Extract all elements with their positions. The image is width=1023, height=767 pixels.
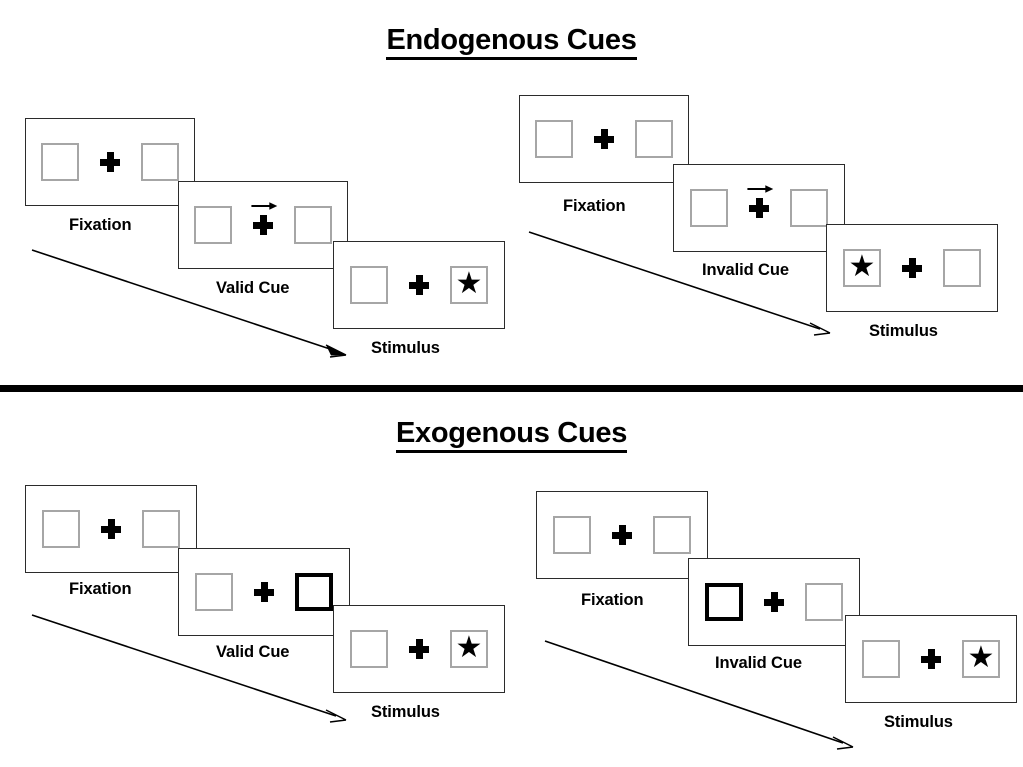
fixation-cross-wrap xyxy=(98,508,124,550)
fixation-cross-icon xyxy=(594,129,614,149)
trial-frame-cue xyxy=(673,164,845,252)
caption-valid-cue: Valid Cue xyxy=(216,643,290,661)
sequence-flow-arrow xyxy=(543,638,863,758)
fixation-cross-icon xyxy=(902,258,922,278)
frame-content xyxy=(194,201,332,246)
caption-fixation: Fixation xyxy=(69,580,132,598)
frame-content xyxy=(42,508,180,550)
fixation-cross-wrap xyxy=(251,571,277,613)
left-placeholder-box xyxy=(350,266,388,304)
right-placeholder-box xyxy=(790,189,828,227)
left-placeholder-box xyxy=(194,206,232,244)
right-placeholder-box: ★ xyxy=(962,640,1000,678)
fixation-cross-icon xyxy=(253,215,273,235)
section-divider xyxy=(0,385,1023,392)
left-placeholder-box xyxy=(41,143,79,181)
caption-invalid-cue: Invalid Cue xyxy=(715,654,802,672)
caption-stimulus: Stimulus xyxy=(884,713,953,731)
section-title-exogenous: Exogenous Cues xyxy=(0,419,1023,453)
arrow-right-icon xyxy=(251,201,278,211)
star-icon: ★ xyxy=(455,267,483,300)
trial-frame-stimulus: ★ xyxy=(845,615,1017,703)
fixation-cross-icon xyxy=(921,649,941,669)
fixation-cross-icon xyxy=(409,275,429,295)
section-title-endogenous-text: Endogenous Cues xyxy=(386,26,637,60)
trial-frame-fixation xyxy=(536,491,708,579)
trial-frame-fixation xyxy=(519,95,689,183)
caption-stimulus: Stimulus xyxy=(371,703,440,721)
frame-content: ★ xyxy=(350,628,488,670)
trial-frame-fixation xyxy=(25,485,197,573)
section-title-exogenous-text: Exogenous Cues xyxy=(395,419,627,453)
frame-content xyxy=(535,118,673,160)
frame-content xyxy=(41,141,179,183)
left-placeholder-box xyxy=(553,516,591,554)
fixation-cross-wrap xyxy=(250,201,278,246)
fixation-cross-icon xyxy=(749,198,769,218)
left-placeholder-box xyxy=(690,189,728,227)
right-placeholder-box xyxy=(943,249,981,287)
right-placeholder-box-cued xyxy=(295,573,333,611)
fixation-cross-wrap xyxy=(406,264,432,306)
trial-frame-stimulus: ★ xyxy=(333,241,505,329)
frame-content xyxy=(690,184,828,229)
frame-content: ★ xyxy=(862,638,1000,680)
caption-fixation: Fixation xyxy=(563,197,626,215)
fixation-cross-icon xyxy=(254,582,274,602)
caption-fixation: Fixation xyxy=(581,591,644,609)
fixation-cross-wrap xyxy=(899,247,925,289)
trial-frame-cue xyxy=(688,558,860,646)
fixation-cross-wrap xyxy=(609,514,635,556)
caption-stimulus: Stimulus xyxy=(869,322,938,340)
caption-stimulus: Stimulus xyxy=(371,339,440,357)
trial-frame-fixation xyxy=(25,118,195,206)
left-placeholder-box xyxy=(195,573,233,611)
left-placeholder-box xyxy=(535,120,573,158)
right-placeholder-box xyxy=(141,143,179,181)
section-title-endogenous: Endogenous Cues xyxy=(0,26,1023,60)
caption-valid-cue: Valid Cue xyxy=(216,279,290,297)
trial-frame-stimulus: ★ xyxy=(826,224,998,312)
right-placeholder-box: ★ xyxy=(450,630,488,668)
fixation-cross-icon xyxy=(100,152,120,172)
trial-frame-cue xyxy=(178,181,348,269)
frame-content xyxy=(705,581,843,623)
right-placeholder-box xyxy=(142,510,180,548)
fixation-cross-wrap xyxy=(97,141,123,183)
caption-fixation: Fixation xyxy=(69,216,132,234)
fixation-cross-wrap xyxy=(761,581,787,623)
star-icon: ★ xyxy=(967,641,995,674)
right-placeholder-box xyxy=(294,206,332,244)
right-placeholder-box xyxy=(653,516,691,554)
fixation-cross-icon xyxy=(612,525,632,545)
frame-content xyxy=(195,571,333,613)
star-icon: ★ xyxy=(455,631,483,664)
arrow-right-icon xyxy=(747,184,774,194)
left-placeholder-box xyxy=(42,510,80,548)
fixation-cross-wrap xyxy=(746,184,774,229)
fixation-cross-icon xyxy=(409,639,429,659)
left-placeholder-box-cued xyxy=(705,583,743,621)
star-icon: ★ xyxy=(848,250,876,283)
frame-content: ★ xyxy=(350,264,488,306)
caption-invalid-cue: Invalid Cue xyxy=(702,261,789,279)
fixation-cross-wrap xyxy=(918,638,944,680)
right-placeholder-box: ★ xyxy=(450,266,488,304)
trial-frame-cue xyxy=(178,548,350,636)
fixation-cross-wrap xyxy=(591,118,617,160)
frame-content xyxy=(553,514,691,556)
fixation-cross-wrap xyxy=(406,628,432,670)
fixation-cross-icon xyxy=(101,519,121,539)
frame-content: ★ xyxy=(843,247,981,289)
right-placeholder-box xyxy=(805,583,843,621)
fixation-cross-icon xyxy=(764,592,784,612)
trial-frame-stimulus: ★ xyxy=(333,605,505,693)
left-placeholder-box xyxy=(350,630,388,668)
right-placeholder-box xyxy=(635,120,673,158)
left-placeholder-box: ★ xyxy=(843,249,881,287)
left-placeholder-box xyxy=(862,640,900,678)
